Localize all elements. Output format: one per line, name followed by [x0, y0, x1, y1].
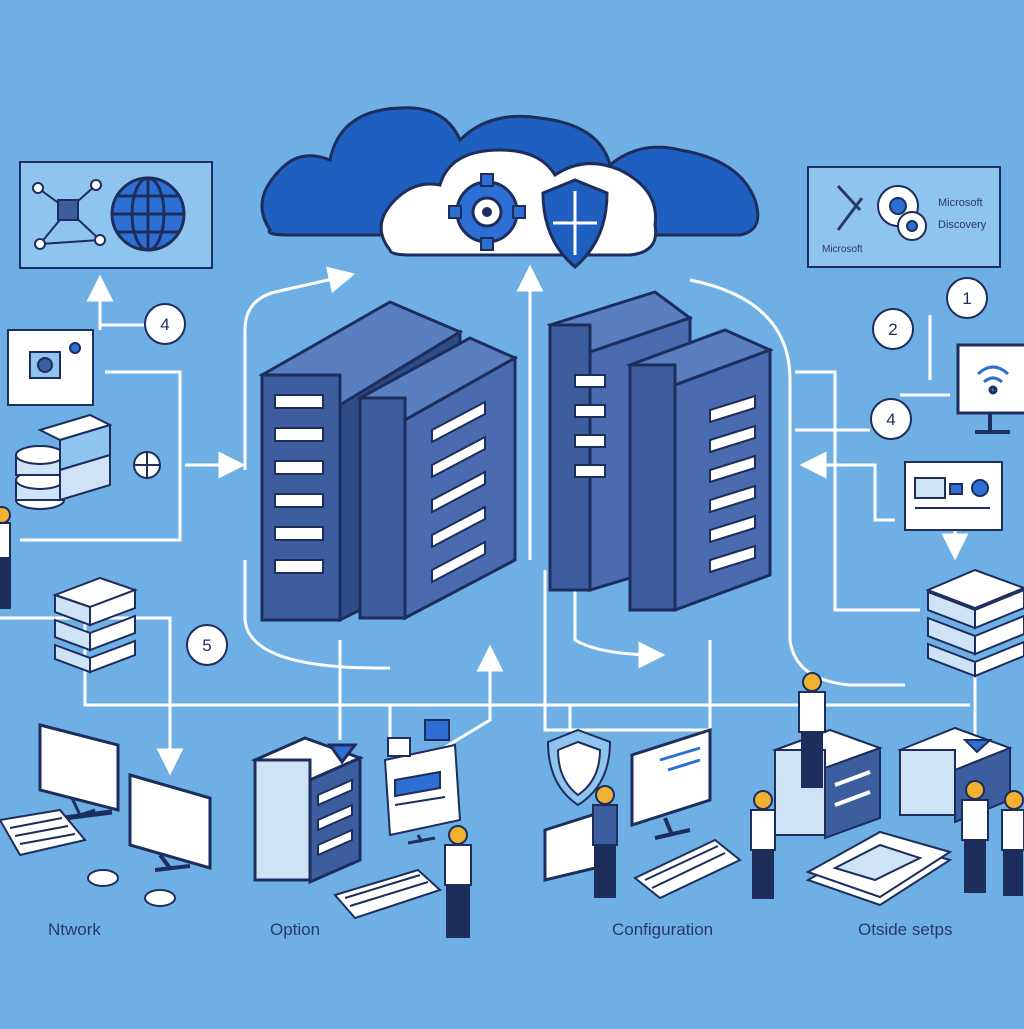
label-option: Option	[270, 920, 321, 939]
microsoft-panel: Microsoft Discovery Microsoft	[807, 166, 1001, 268]
wifi-monitor-icon	[956, 343, 1024, 434]
keyboard-icon	[0, 808, 176, 907]
label-configuration: Configuration	[612, 920, 714, 939]
svg-text:4: 4	[160, 315, 169, 334]
server-rack-right	[546, 290, 774, 613]
globe-small-icon	[133, 451, 161, 479]
step-badge: 5	[186, 624, 228, 666]
svg-text:4: 4	[886, 410, 895, 429]
panel-text-2: Discovery	[938, 219, 987, 231]
step-badge: 1	[946, 277, 988, 319]
storage-stack-icon	[925, 568, 1024, 678]
connection-lines	[0, 264, 977, 776]
settings-window-icon	[7, 329, 94, 406]
person-icon	[750, 790, 776, 899]
panel-text-1: Microsoft	[938, 197, 983, 209]
step-badges: 4 5 1 2 4	[144, 277, 988, 666]
svg-text:5: 5	[202, 636, 211, 655]
storage-stack-icon	[52, 576, 138, 674]
step-badge: 2	[872, 308, 914, 350]
shield-icon	[541, 178, 609, 269]
server-cluster-icon	[772, 728, 883, 840]
keyboard-icon	[333, 868, 442, 920]
workstation-server-icon	[250, 736, 365, 885]
svg-text:1: 1	[962, 289, 971, 308]
server-rack-left	[258, 300, 519, 623]
person-icon	[592, 785, 618, 898]
panel-text-3: Microsoft	[822, 244, 863, 255]
security-shield-icon	[546, 728, 612, 807]
step-badge: 4	[870, 398, 912, 440]
keyboard-icon	[633, 838, 742, 900]
svg-text:2: 2	[888, 320, 897, 339]
gear-icon	[448, 173, 526, 251]
person-icon	[0, 506, 11, 609]
label-network: Ntwork	[48, 920, 101, 939]
network-nodes-icon	[32, 179, 106, 250]
person-icon	[1001, 790, 1024, 896]
cloud	[260, 106, 760, 269]
network-map-panel	[19, 161, 213, 269]
server-box-icon	[897, 726, 1013, 824]
gears-icon	[877, 185, 927, 241]
app-window-icon	[383, 719, 462, 845]
globe-icon	[110, 176, 186, 252]
person-icon	[444, 825, 472, 938]
database-stack-icon	[15, 413, 113, 510]
person-icon	[798, 672, 826, 788]
person-icon	[961, 780, 989, 893]
label-outside-setups: Otside setps	[858, 920, 953, 939]
document-stack-icon	[805, 830, 953, 907]
dashboard-window-icon	[904, 461, 1003, 531]
desktop-monitor-icon	[38, 723, 212, 872]
step-badge: 4	[144, 303, 186, 345]
